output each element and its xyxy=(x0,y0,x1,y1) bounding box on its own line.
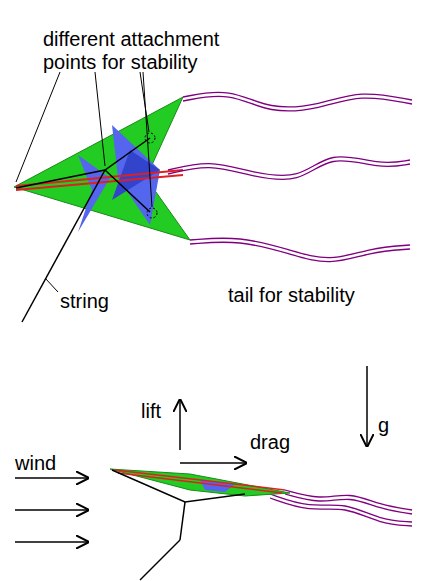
kite-tail xyxy=(168,161,410,180)
force-label: drag xyxy=(250,431,290,454)
kite-sail xyxy=(14,97,190,240)
leader-line xyxy=(45,278,58,292)
part-label: string xyxy=(60,290,109,313)
drag-arrow xyxy=(180,462,246,464)
bridle-line xyxy=(16,138,150,188)
force-label: lift xyxy=(141,400,161,423)
bridle-line xyxy=(105,170,150,212)
callout-label: different attachment points for stabilit… xyxy=(43,28,261,74)
leader-line xyxy=(16,72,60,182)
gravity-arrow xyxy=(366,366,368,446)
force-label: g xyxy=(378,414,389,437)
lift-arrow xyxy=(179,400,181,450)
kite-side-sail xyxy=(110,469,290,496)
kite-spar-panel xyxy=(78,155,110,232)
wind-arrow xyxy=(15,509,88,511)
wind-arrow xyxy=(15,477,88,479)
kite-spine xyxy=(115,470,285,490)
force-label: wind xyxy=(15,452,56,475)
kite-tail xyxy=(270,494,412,522)
leader-line xyxy=(143,72,152,207)
kite-tail xyxy=(168,92,412,526)
kite-tail xyxy=(183,96,412,111)
kite-tail xyxy=(190,242,410,261)
kite-tail xyxy=(190,238,410,257)
attachment-point xyxy=(145,133,155,143)
string-line xyxy=(140,540,180,580)
kite-tail xyxy=(270,498,412,526)
kite-tail xyxy=(168,157,410,176)
leader-line xyxy=(95,72,105,166)
kite-tail xyxy=(183,92,412,107)
part-label: tail for stability xyxy=(228,284,355,307)
wind-arrow xyxy=(15,541,88,543)
attachment-point xyxy=(147,208,157,218)
bridle-line xyxy=(180,502,185,540)
bridle-line xyxy=(112,470,245,502)
